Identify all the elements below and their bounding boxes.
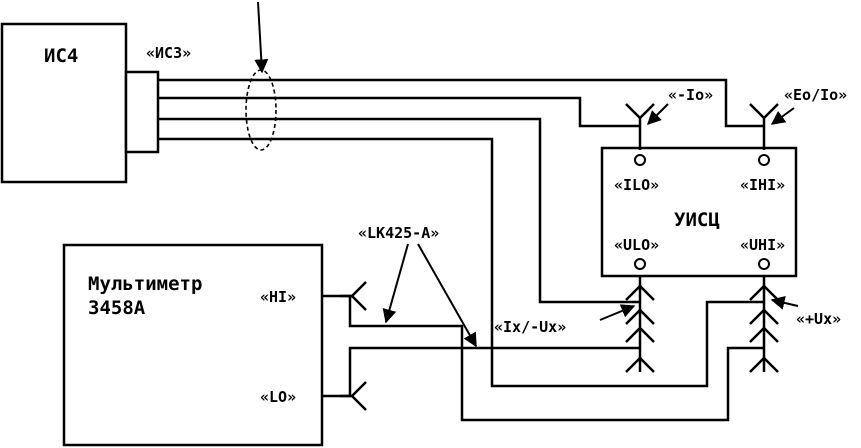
connector-hi <box>322 281 367 311</box>
label-is3: «ИС3» <box>146 44 191 62</box>
terminal-uhi <box>758 258 770 270</box>
arrow-eo-io <box>770 107 795 125</box>
is4-connector <box>124 70 160 154</box>
connector-ulo-stack <box>625 276 655 373</box>
terminal-ulo <box>634 258 646 270</box>
bundle-pointer-arrow <box>254 1 269 74</box>
multimeter-block <box>62 243 324 447</box>
arrow-ix-ux <box>599 304 636 321</box>
arrow-minus-io <box>647 103 669 125</box>
label-lk425a: «LK425-A» <box>358 224 439 242</box>
label-minus-io: «-Io» <box>668 86 713 104</box>
arrow-plus-ux <box>770 296 799 310</box>
multimeter-title: Мультиметр <box>88 273 202 295</box>
cable-lk425a-wires <box>340 294 764 422</box>
label-plus-ux: «+Ux» <box>796 310 841 328</box>
label-eo-io: «Eo/Io» <box>784 86 847 104</box>
uiscz-title: УИСЦ <box>674 209 720 231</box>
cable-is3-wires <box>158 78 764 388</box>
label-ihi: «IHI» <box>740 176 785 194</box>
arrow-lk425a-right <box>417 243 477 348</box>
connector-uhi-stack <box>749 276 779 373</box>
label-ix-ux: «Ix/-Ux» <box>494 318 566 336</box>
label-uhi: «UHI» <box>740 236 785 254</box>
label-ulo: «ULO» <box>614 236 659 254</box>
is4-block <box>0 22 128 184</box>
is4-title: ИС4 <box>44 45 78 67</box>
connector-eo-io <box>749 103 779 150</box>
label-lo: «LO» <box>260 388 296 406</box>
label-ilo: «ILO» <box>614 176 659 194</box>
arrow-lk425a-left <box>382 243 409 324</box>
uiscz-block <box>600 146 798 278</box>
connector-minus-io <box>625 103 655 150</box>
multimeter-model: 3458A <box>88 297 146 319</box>
connector-lo <box>322 381 367 411</box>
label-hi: «HI» <box>260 288 296 306</box>
terminal-ihi <box>758 154 770 166</box>
terminal-ilo <box>634 154 646 166</box>
